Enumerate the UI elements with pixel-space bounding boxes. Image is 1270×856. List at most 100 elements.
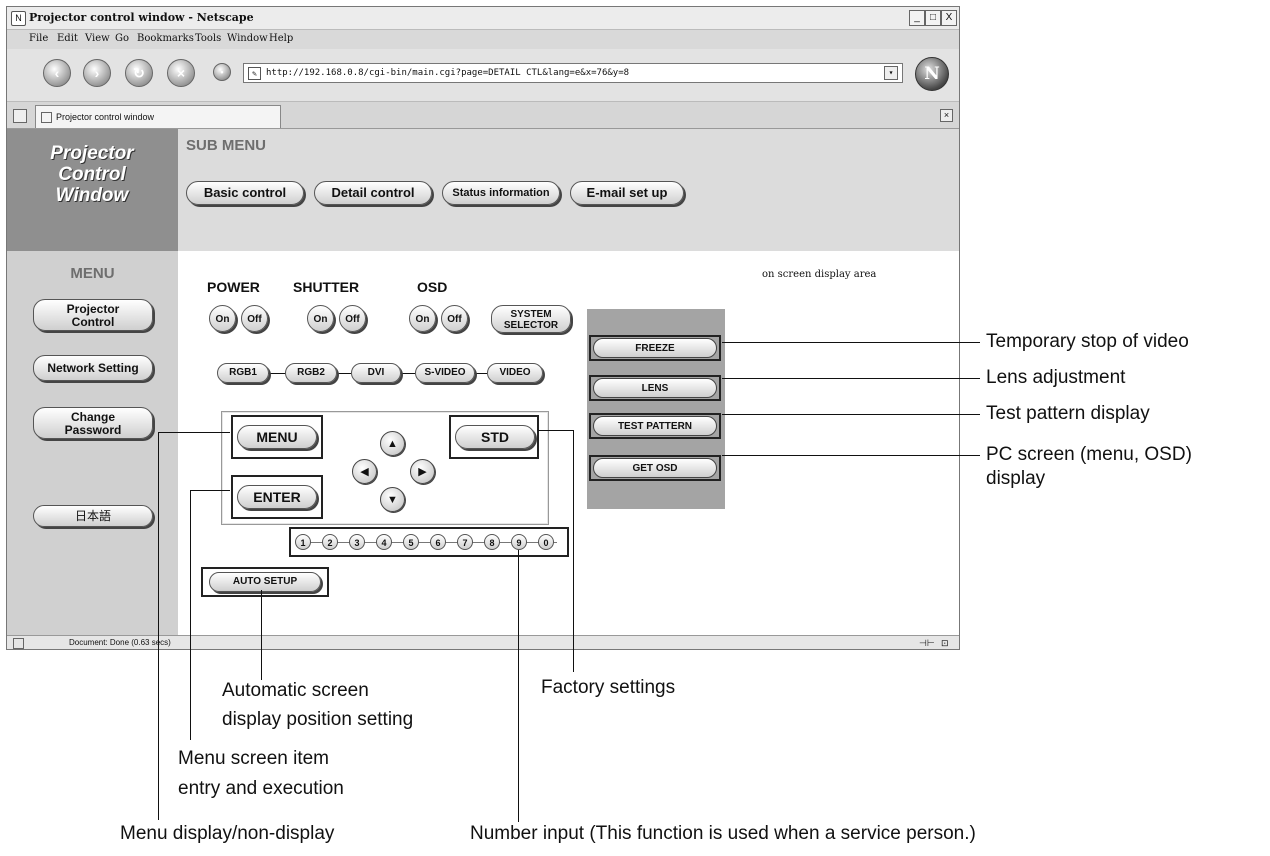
minimize-button[interactable]: _ bbox=[909, 10, 925, 26]
security-icon bbox=[13, 638, 24, 649]
arrow-left-icon[interactable]: ◀ bbox=[352, 459, 377, 484]
submenu-title: SUB MENU bbox=[186, 137, 267, 154]
osd-label: OSD bbox=[417, 279, 448, 295]
menu-bookmarks[interactable]: Bookmarks bbox=[137, 33, 194, 44]
detail-control-button[interactable]: Detail control bbox=[314, 181, 432, 205]
input-connector bbox=[267, 373, 287, 374]
number-0-button[interactable]: 0 bbox=[538, 534, 554, 550]
shutter-on-button[interactable]: On bbox=[307, 305, 334, 332]
number-7-button[interactable]: 7 bbox=[457, 534, 473, 550]
change-password-button[interactable]: Change Password bbox=[33, 407, 153, 439]
rgb2-button[interactable]: RGB2 bbox=[285, 363, 337, 383]
auto-setup-button[interactable]: AUTO SETUP bbox=[209, 572, 321, 592]
freeze-button[interactable]: FREEZE bbox=[593, 338, 717, 358]
stop-icon[interactable]: × bbox=[167, 59, 195, 87]
dvi-button[interactable]: DVI bbox=[351, 363, 401, 383]
connection-icon: ⊣⊢ bbox=[919, 638, 935, 648]
annotation-enter: Menu screen item entry and execution bbox=[178, 748, 344, 799]
arrow-up-icon[interactable]: ▲ bbox=[380, 431, 405, 456]
auto-setup-leader-line bbox=[261, 590, 262, 680]
url-text: http://192.168.0.8/cgi-bin/main.cgi?page… bbox=[266, 68, 630, 78]
menu-window[interactable]: Window bbox=[227, 33, 268, 44]
menu-leader-line-v bbox=[158, 432, 159, 820]
freeze-leader-line bbox=[722, 342, 980, 343]
home-icon[interactable]: • bbox=[213, 63, 231, 81]
s-video-button[interactable]: S-VIDEO bbox=[415, 363, 475, 383]
menu-file[interactable]: File bbox=[29, 33, 49, 44]
browser-window: N Projector control window - Netscape _ … bbox=[6, 6, 960, 650]
number-5-button[interactable]: 5 bbox=[403, 534, 419, 550]
number-4-button[interactable]: 4 bbox=[376, 534, 392, 550]
forward-icon[interactable]: › bbox=[83, 59, 111, 87]
status-information-button[interactable]: Status information bbox=[442, 181, 560, 205]
number-8-button[interactable]: 8 bbox=[484, 534, 500, 550]
page-logo: Projector Control Window bbox=[50, 143, 134, 206]
menu-bar: File Edit View Go Bookmarks Tools Window… bbox=[7, 30, 959, 48]
email-setup-button[interactable]: E-mail set up bbox=[570, 181, 684, 205]
arrow-down-icon[interactable]: ▼ bbox=[380, 487, 405, 512]
number-9-button[interactable]: 9 bbox=[511, 534, 527, 550]
lens-leader-line bbox=[722, 378, 980, 379]
tab-projector-control[interactable]: Projector control window bbox=[35, 105, 281, 128]
menu-button[interactable]: MENU bbox=[237, 425, 317, 449]
network-setting-button[interactable]: Network Setting bbox=[33, 355, 153, 381]
menu-button-frame bbox=[231, 415, 323, 459]
video-button[interactable]: VIDEO bbox=[487, 363, 543, 383]
shutter-label: SHUTTER bbox=[293, 279, 360, 295]
osd-button-panel: FREEZE LENS TEST PATTERN GET OSD bbox=[587, 309, 725, 509]
test-pattern-button[interactable]: TEST PATTERN bbox=[593, 416, 717, 436]
enter-button[interactable]: ENTER bbox=[237, 485, 317, 509]
back-icon[interactable]: ‹ bbox=[43, 59, 71, 87]
number-2-button[interactable]: 2 bbox=[322, 534, 338, 550]
menu-tools[interactable]: Tools bbox=[195, 33, 222, 44]
std-button[interactable]: STD bbox=[455, 425, 535, 449]
annotation-factory: Factory settings bbox=[541, 677, 676, 698]
get-osd-button[interactable]: GET OSD bbox=[593, 458, 717, 478]
enter-leader-line-h bbox=[190, 490, 230, 491]
input-connector bbox=[473, 373, 487, 374]
reload-icon[interactable]: ↻ bbox=[125, 59, 153, 87]
lens-button[interactable]: LENS bbox=[593, 378, 717, 398]
osd-off-button[interactable]: Off bbox=[441, 305, 468, 332]
input-connector bbox=[399, 373, 415, 374]
menu-help[interactable]: Help bbox=[269, 33, 294, 44]
osd-on-button[interactable]: On bbox=[409, 305, 436, 332]
chevron-down-icon[interactable]: ▾ bbox=[884, 66, 898, 80]
page-content: Projector Control Window SUB MENU Basic … bbox=[7, 129, 959, 635]
arrow-right-icon[interactable]: ▶ bbox=[410, 459, 435, 484]
menu-view[interactable]: View bbox=[85, 33, 110, 44]
rgb1-button[interactable]: RGB1 bbox=[217, 363, 269, 383]
number-1-button[interactable]: 1 bbox=[295, 534, 311, 550]
input-connector bbox=[337, 373, 351, 374]
power-off-button[interactable]: Off bbox=[241, 305, 268, 332]
annotation-menu: Menu display/non-display bbox=[120, 823, 335, 844]
title-bar: N Projector control window - Netscape _ … bbox=[7, 7, 959, 30]
japanese-language-button[interactable]: 日本語 bbox=[33, 505, 153, 527]
power-on-button[interactable]: On bbox=[209, 305, 236, 332]
freeze-button-frame bbox=[589, 335, 721, 361]
close-tab-icon[interactable]: × bbox=[940, 109, 953, 122]
basic-control-button[interactable]: Basic control bbox=[186, 181, 304, 205]
shutter-off-button[interactable]: Off bbox=[339, 305, 366, 332]
number-6-button[interactable]: 6 bbox=[430, 534, 446, 550]
status-text: Document: Done (0.63 secs) bbox=[69, 638, 171, 647]
number-3-button[interactable]: 3 bbox=[349, 534, 365, 550]
menu-edit[interactable]: Edit bbox=[57, 33, 78, 44]
menu-control-area bbox=[221, 411, 549, 525]
sidebar-toggle-icon[interactable] bbox=[13, 109, 27, 123]
close-button[interactable]: X bbox=[941, 10, 957, 26]
enter-leader-line-v bbox=[190, 490, 191, 740]
annotation-number: Number input (This function is used when… bbox=[470, 823, 976, 844]
menu-go[interactable]: Go bbox=[115, 33, 130, 44]
projector-control-button[interactable]: Projector Control bbox=[33, 299, 153, 331]
url-input[interactable]: ✎ http://192.168.0.8/cgi-bin/main.cgi?pa… bbox=[243, 63, 903, 83]
system-selector-button[interactable]: SYSTEM SELECTOR bbox=[491, 305, 571, 333]
menu-leader-line-h bbox=[158, 432, 230, 433]
tab-title: Projector control window bbox=[56, 112, 155, 122]
maximize-button[interactable]: □ bbox=[925, 10, 941, 26]
get-osd-button-frame bbox=[589, 455, 721, 481]
window-title: Projector control window - Netscape bbox=[29, 11, 254, 24]
status-bar: Document: Done (0.63 secs) ⊣⊢ ⊡ bbox=[7, 635, 959, 649]
tab-page-icon bbox=[41, 112, 52, 123]
number-leader-line bbox=[518, 550, 519, 822]
